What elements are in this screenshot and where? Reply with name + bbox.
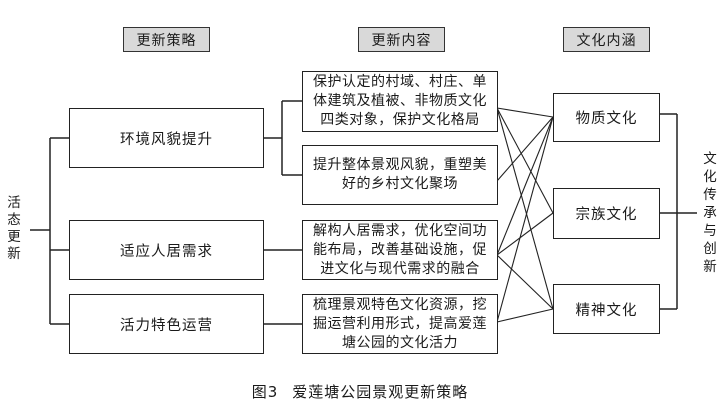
link-c4-m3 [496, 308, 554, 323]
link-c3-m2 [496, 212, 554, 256]
content-box: 解构人居需求，优化空间功能布局，改善基础设施，促进文化与现代需求的融合 [302, 220, 498, 280]
content-label: 提升整体景观风貌，重塑美好的乡村文化聚场 [313, 157, 487, 192]
header-strategy: 更新策略 [123, 27, 210, 52]
content-box: 梳理景观特色文化资源，挖掘运营利用形式，提高爱莲塘公园的文化活力 [302, 294, 498, 354]
figure-number: 图3 [251, 383, 279, 401]
figure-title: 爱莲塘公园景观更新策略 [292, 383, 469, 401]
strategy-box: 适应人居需求 [69, 220, 264, 280]
link-c1-m3 [496, 107, 554, 310]
link-c3-m3 [496, 254, 554, 310]
culture-box: 宗族文化 [553, 188, 660, 239]
culture-box: 精神文化 [553, 284, 660, 334]
culture-label: 精神文化 [575, 302, 638, 319]
culture-label: 宗族文化 [575, 207, 638, 223]
header-culture-label: 文化内涵 [576, 32, 637, 49]
strategy-box: 活力特色运营 [69, 294, 264, 354]
content-box: 保护认定的村域、村庄、单体建筑及植被、非物质文化四类对象，保护文化格局 [302, 71, 498, 132]
figure-caption: 图3 爱莲塘公园景观更新策略 [0, 381, 720, 402]
header-strategy-label: 更新策略 [136, 32, 197, 49]
content-box: 提升整体景观风貌，重塑美好的乡村文化聚场 [302, 145, 498, 205]
link-c1-m1 [496, 107, 554, 118]
strategy-label: 活力特色运营 [120, 317, 213, 334]
header-content-label: 更新内容 [371, 32, 432, 49]
content-label: 保护认定的村域、村庄、单体建筑及植被、非物质文化四类对象，保护文化格局 [313, 74, 487, 128]
outcome-label: 文化传承与创新 [703, 151, 717, 275]
header-content: 更新内容 [358, 27, 445, 52]
link-c2-m1 [496, 116, 554, 182]
strategy-label: 环境风貌提升 [120, 131, 213, 148]
strategy-label: 适应人居需求 [120, 243, 213, 260]
root-label: 活态更新 [7, 195, 21, 262]
culture-label: 物质文化 [575, 111, 638, 127]
link-c3-m1 [496, 116, 554, 256]
strategy-box: 环境风貌提升 [69, 108, 264, 168]
culture-box: 物质文化 [553, 93, 660, 142]
content-label: 梳理景观特色文化资源，挖掘运营利用形式，提高爱莲塘公园的文化活力 [313, 296, 487, 351]
header-culture: 文化内涵 [563, 27, 650, 52]
link-c1-m2 [496, 107, 554, 214]
content-label: 解构人居需求，优化空间功能布局，改善基础设施，促进文化与现代需求的融合 [313, 222, 487, 277]
link-c4-m1 [496, 116, 554, 323]
